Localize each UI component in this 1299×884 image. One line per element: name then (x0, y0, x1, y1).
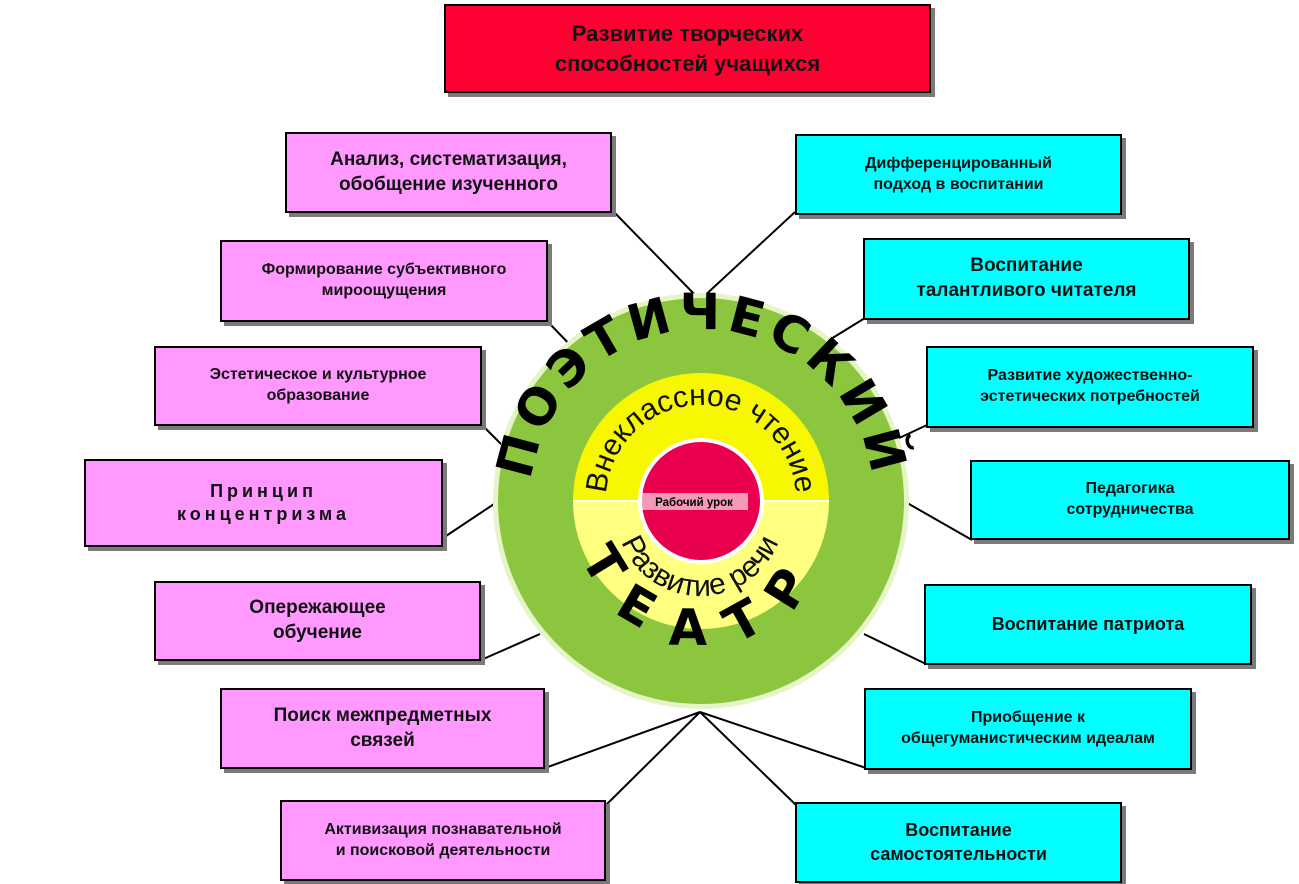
right-box-2-text: Воспитание талантливого читателя (916, 255, 1137, 301)
core-label: Рабочий урок (655, 497, 733, 509)
right-box-4-text: Педагогика сотрудничества (1066, 480, 1194, 518)
connector-left-1 (611, 209, 701, 301)
left-box-5: Опережающее обучение (154, 581, 481, 661)
right-box-4: Педагогика сотрудничества (970, 460, 1290, 540)
left-box-7: Активизация познавательной и поисковой д… (280, 800, 606, 881)
right-box-2: Воспитание талантливого читателя (863, 238, 1190, 320)
left-box-6: Поиск межпредметных связей (220, 688, 545, 769)
core-label-bg (640, 493, 748, 510)
connector-right-2 (825, 317, 866, 343)
inner-ring-top-half (573, 373, 829, 501)
inner-ring-bottom-half (573, 501, 829, 629)
right-box-1-text: Дифференцированный подход в воспитании (865, 154, 1052, 193)
right-box-3-text: Развитие художественно- эстетических пот… (980, 367, 1200, 405)
connector-left-5 (480, 633, 541, 661)
left-box-3: Эстетическое и культурное образование (154, 346, 482, 426)
connector-left-4 (442, 499, 501, 539)
right-box-3: Развитие художественно- эстетических пот… (926, 346, 1254, 428)
connector-right-4 (901, 499, 973, 541)
left-box-5-text: Опережающее обучение (249, 597, 386, 643)
connector-right-7 (699, 711, 797, 806)
left-box-2-text: Формирование субъективного мироощущения (261, 261, 507, 299)
right-box-6: Приобщение к общегуманистическим идеалам (864, 688, 1192, 770)
connector-right-6 (699, 711, 867, 769)
title-box: Развитие творческих способностей учащихс… (444, 4, 931, 93)
left-box-4: Принцип концентризма (84, 459, 443, 547)
connector-left-6 (544, 711, 701, 769)
left-box-3-text: Эстетическое и культурное образование (209, 366, 427, 404)
right-box-6-text: Приобщение к общегуманистическим идеалам (901, 709, 1155, 747)
left-box-2: Формирование субъективного мироощущения (220, 240, 548, 322)
right-box-7: Воспитание самостоятельности (795, 802, 1122, 883)
left-box-1-text: Анализ, систематизация, обобщение изучен… (330, 148, 567, 195)
left-box-6-text: Поиск межпредметных связей (273, 704, 492, 751)
connector-right-1 (699, 211, 796, 301)
left-box-7-text: Активизация познавательной и поисковой д… (324, 820, 562, 859)
title-text: Развитие творческих способностей учащихс… (554, 20, 821, 76)
right-box-5-text: Воспитание патриота (991, 613, 1185, 634)
connector-left-7 (605, 711, 701, 806)
left-box-4-text: Принцип концентризма (176, 480, 351, 524)
right-box-1: Дифференцированный подход в воспитании (795, 134, 1122, 215)
connector-right-3 (894, 424, 928, 441)
right-box-5: Воспитание патриота (924, 584, 1252, 665)
right-box-7-text: Воспитание самостоятельности (870, 820, 1047, 864)
connector-right-5 (863, 633, 927, 665)
left-box-1: Анализ, систематизация, обобщение изучен… (285, 132, 612, 213)
